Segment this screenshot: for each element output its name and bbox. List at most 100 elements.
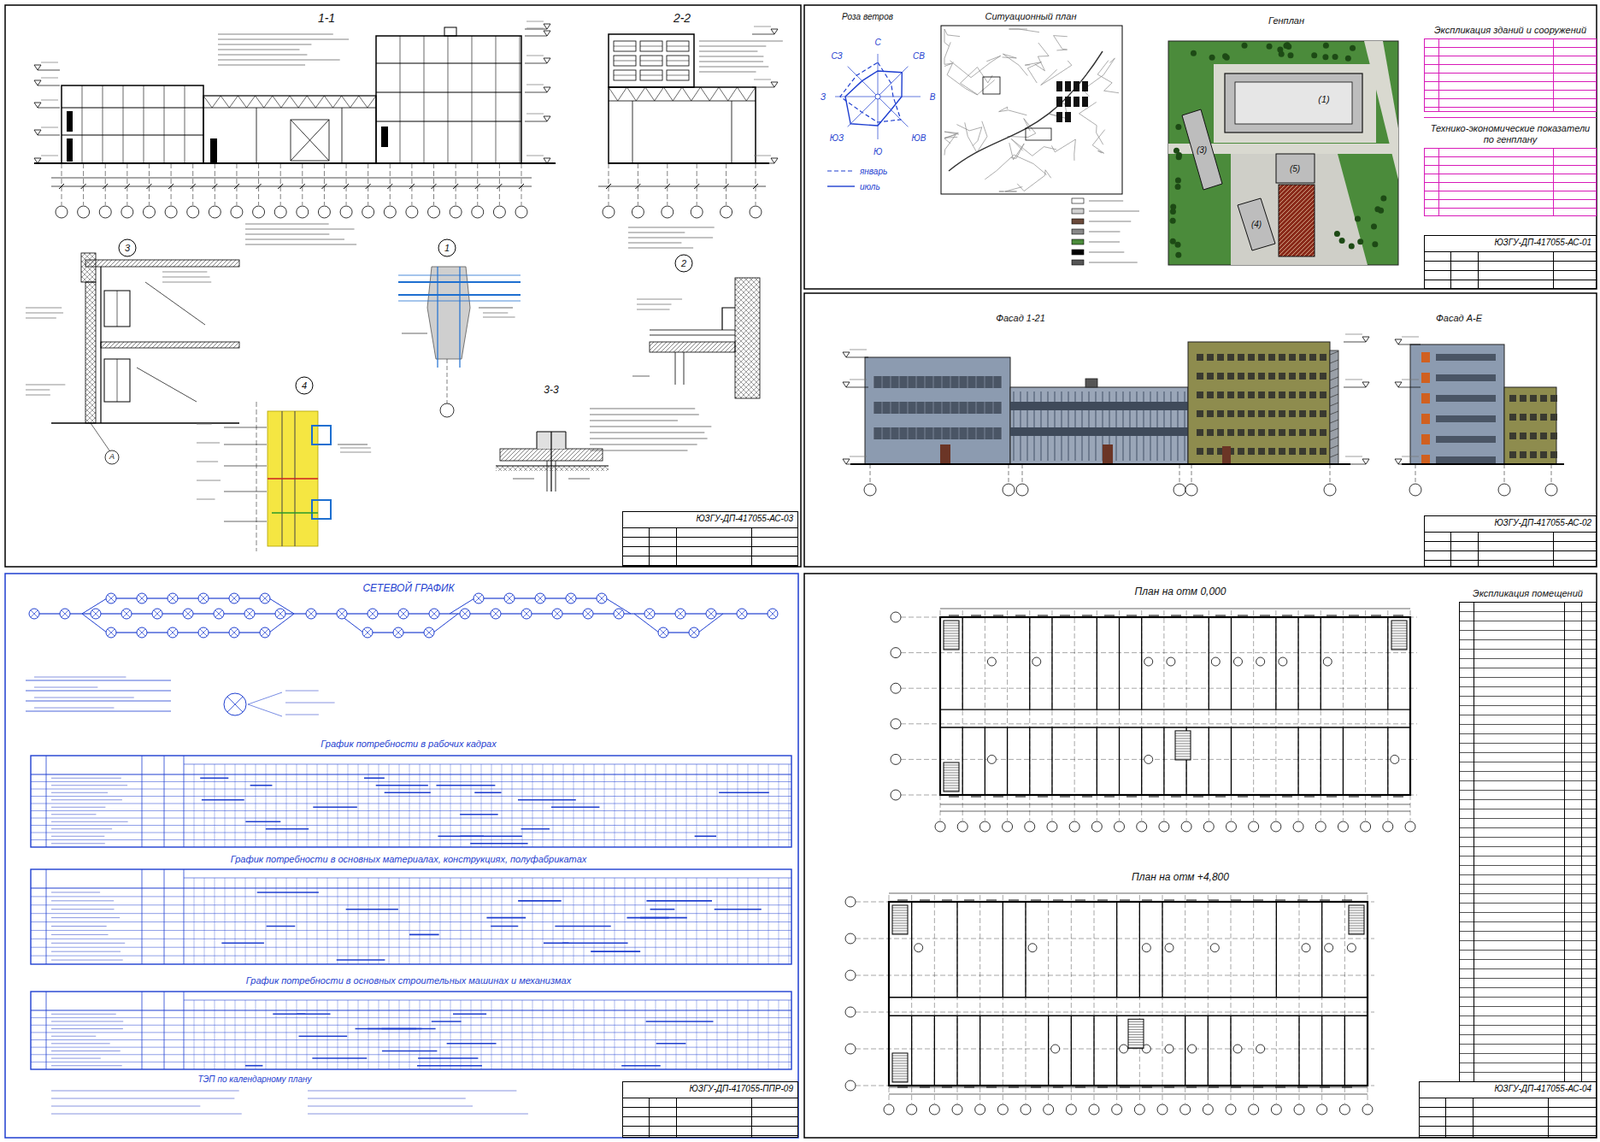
drawing-line: [583, 877, 585, 965]
drawing-line: [1096, 727, 1098, 795]
drawing-line: [526, 155, 544, 157]
drawing-line: [235, 163, 237, 206]
drawing-line: [255, 877, 257, 965]
drawing-line: [984, 401, 986, 414]
drawing-line: [747, 877, 749, 965]
drawing-line: [162, 276, 211, 278]
drawing-line: [30, 788, 792, 790]
drawing-line: [655, 877, 657, 965]
drawing-line: [877, 96, 921, 98]
drawing-path: [1394, 458, 1402, 465]
drawing-line: [470, 764, 472, 848]
drawing-line: [403, 631, 424, 633]
drawing-line: [307, 1105, 473, 1107]
axis-bubble: [658, 627, 669, 638]
drawing-line: [892, 907, 908, 909]
drawing-line: [1345, 379, 1363, 381]
drawing-line: [552, 1000, 554, 1070]
axis-bubble: [1051, 1044, 1060, 1053]
drawing-line: [203, 95, 212, 108]
drawing-line: [337, 764, 339, 848]
drawing-rect: [1278, 429, 1286, 436]
drawing-line: [727, 1000, 729, 1070]
axis-bubble: [1233, 1044, 1242, 1053]
drawing-path: [1008, 29, 1039, 33]
drawing-line: [470, 842, 528, 845]
drawing-line: [323, 163, 325, 206]
axis-bubble: [423, 627, 435, 638]
drawing-line: [316, 612, 337, 614]
drawing-line: [892, 1058, 908, 1059]
drawing-rect: [1056, 96, 1063, 107]
drawing-line: [247, 704, 283, 717]
axis-bubble: [890, 611, 901, 623]
drawing-line: [447, 35, 449, 164]
drawing-line: [1164, 1087, 1175, 1089]
drawing-line: [417, 1057, 478, 1059]
tree: [1354, 215, 1361, 222]
drawing-rect: [1288, 391, 1296, 399]
drawing-rect: [376, 35, 522, 164]
drawing-code: ЮЗГУ-ДП-417055-АС-03: [623, 511, 798, 524]
drawing-line: [1551, 464, 1553, 484]
tree: [1170, 238, 1177, 245]
axis-bubble: [1256, 657, 1265, 666]
drawing-line: [916, 427, 918, 440]
drawing-line: [1329, 411, 1339, 415]
drawing-line: [51, 828, 112, 830]
drawing-rect: [66, 111, 73, 132]
drawing-rect: [666, 55, 689, 66]
drawing-rect: [1278, 410, 1286, 418]
drawing-line: [1341, 900, 1353, 901]
drawing-rect: [1258, 372, 1265, 380]
drawing-line: [752, 183, 759, 189]
drawing-line: [628, 227, 715, 229]
drawing-rect: [1073, 81, 1080, 92]
drawing-line: [632, 100, 634, 164]
axis-bubble: [1315, 821, 1326, 832]
drawing-line: [491, 877, 493, 965]
drawing-line: [1128, 1031, 1144, 1033]
drawing-code: ЮЗГУ-ДП-417055-АС-01: [1424, 235, 1596, 248]
drawing-line: [890, 427, 892, 440]
drawing-line: [350, 95, 359, 108]
axis-bubble: [935, 821, 946, 832]
drawing-line: [61, 610, 69, 618]
axis-bubble: [1202, 1104, 1213, 1115]
drawing-line: [1118, 617, 1120, 710]
drawing-line: [266, 925, 296, 928]
drawing-line: [1088, 211, 1140, 212]
drawing-line: [37, 107, 60, 109]
drawing-line: [46, 869, 48, 965]
drawing-line: [285, 612, 306, 614]
drawing-line: [1096, 610, 1098, 821]
drawing-line: [563, 1000, 565, 1070]
drawing-line: [690, 629, 698, 636]
axis-bubble: [535, 593, 546, 604]
axis-bubble: [121, 608, 132, 619]
drawing-line: [1398, 387, 1421, 389]
axis-bubble: [296, 205, 309, 218]
drawing-line: [1391, 633, 1407, 635]
drawing-line: [1275, 1087, 1286, 1089]
axis-bubble: [105, 627, 117, 638]
sheet-heading: Генплан: [1268, 15, 1305, 26]
axis-bubble: [473, 593, 484, 604]
drawing-line: [378, 877, 380, 965]
table-grid: [1423, 147, 1597, 217]
drawing-line: [654, 612, 676, 614]
drawing-line: [1342, 727, 1344, 795]
drawing-line: [943, 623, 959, 624]
axis-bubble: [440, 403, 454, 418]
drawing-line: [245, 877, 247, 965]
drawing-line: [718, 791, 770, 794]
drawing-line: [849, 456, 867, 458]
drawing-line: [317, 877, 318, 965]
drawing-line: [846, 357, 869, 359]
drawing-line: [892, 1073, 908, 1075]
drawing-line: [725, 163, 727, 206]
drawing-line: [943, 764, 959, 766]
drawing-line: [846, 464, 869, 465]
drawing-line: [184, 85, 186, 164]
